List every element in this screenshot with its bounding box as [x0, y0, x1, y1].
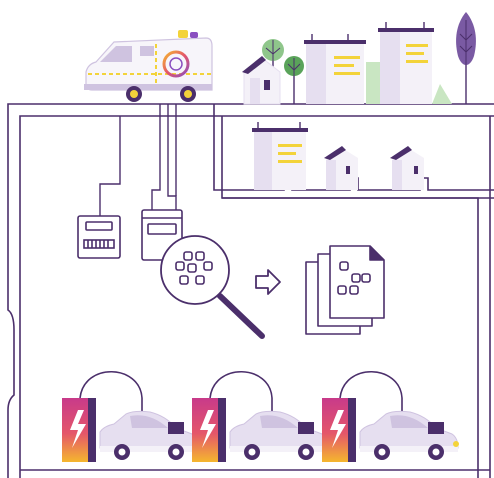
ev-charger-icon: [322, 398, 356, 462]
charging-station-2: [192, 370, 329, 462]
building-icon: [378, 22, 434, 104]
ev-charger-icon: [192, 398, 226, 462]
magnifier-icon: [160, 235, 265, 339]
charging-station-1: [62, 370, 199, 462]
houses-row: [252, 122, 424, 190]
documents-icon: [305, 245, 385, 335]
electricity-meter-icon: [77, 215, 121, 259]
ev-charger-icon: [62, 398, 96, 462]
green-block: [366, 62, 380, 104]
tree-icon: [262, 39, 304, 104]
house-icon: [390, 146, 424, 190]
building-icon: [304, 34, 366, 104]
house-icon: [324, 146, 358, 190]
electric-car-icon: [229, 410, 329, 460]
arrow-right-icon: [255, 269, 281, 295]
tree-icon: [456, 12, 476, 104]
green-hill: [432, 84, 452, 104]
electric-car-icon: [99, 410, 199, 460]
charging-station-3: [322, 370, 459, 462]
service-van-icon: [84, 30, 213, 102]
meter-cables: [99, 104, 177, 216]
building-icon: [252, 122, 308, 190]
city-skyline: [242, 12, 476, 105]
electric-car-icon: [359, 410, 459, 460]
house-icon: [242, 56, 281, 105]
